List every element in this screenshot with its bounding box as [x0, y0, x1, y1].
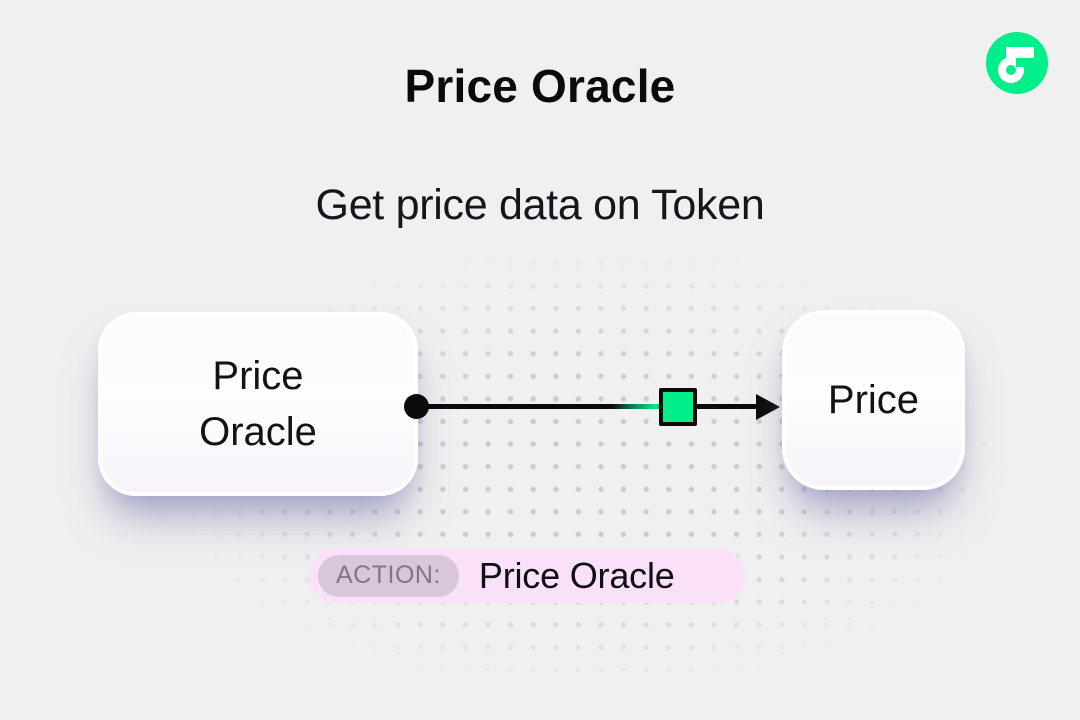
page-title: Price Oracle [404, 60, 676, 112]
node-price-label: Price [827, 378, 920, 422]
edge-marker-square-icon [659, 388, 697, 426]
action-badge: ACTION: Price Oracle [309, 548, 745, 603]
node-price-oracle-label: Price Oracle [199, 354, 317, 454]
action-badge-label: Price Oracle [478, 554, 675, 596]
arrowhead-icon [756, 393, 780, 420]
node-price-oracle: Price Oracle [98, 312, 418, 496]
flow-logo-icon [986, 32, 1048, 94]
node-price: Price [782, 310, 965, 490]
action-badge-prefix: ACTION: [318, 554, 459, 597]
page-subtitle: Get price data on Token [315, 181, 765, 229]
edge-line [415, 404, 760, 409]
